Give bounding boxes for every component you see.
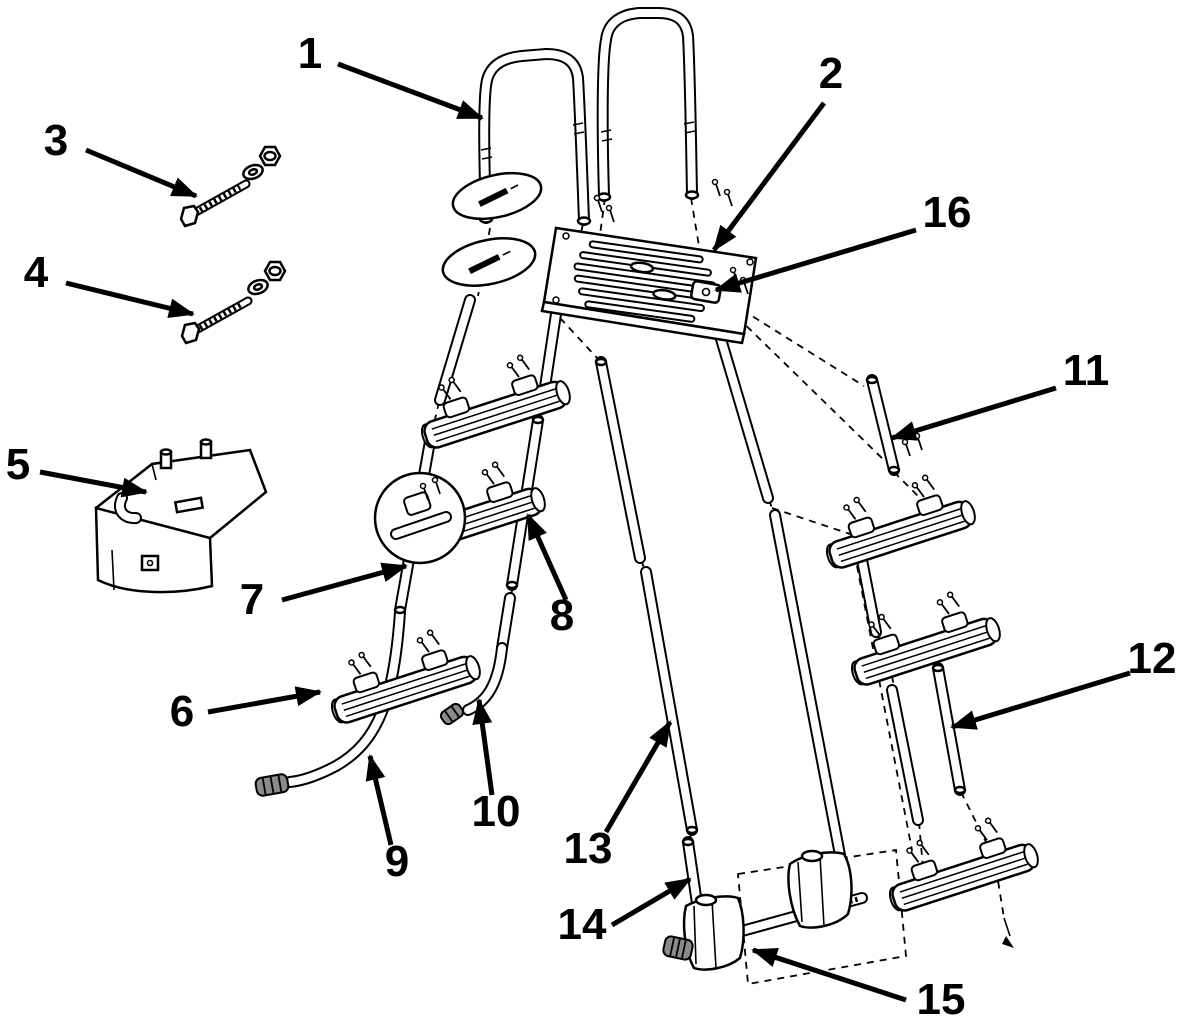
step-right-bottom <box>874 806 1043 916</box>
part-label-5: 5 <box>6 440 30 489</box>
part-label-13: 13 <box>564 824 613 873</box>
arrow-part-4 <box>65 280 195 319</box>
part-label-8: 8 <box>550 591 574 640</box>
arrow-part-5 <box>39 469 148 498</box>
base-assembly <box>662 849 1014 971</box>
arrow-part-12 <box>950 670 1131 730</box>
part-label-1: 1 <box>298 29 322 78</box>
arrow-part-7 <box>281 562 408 603</box>
knob-foot-left <box>254 773 290 797</box>
handrail-right <box>596 7 700 202</box>
part-labels: 1 2 3 4 5 6 7 8 9 10 11 12 13 14 15 16 <box>6 29 1177 1024</box>
arrow-part-8 <box>525 513 569 602</box>
part-label-10: 10 <box>472 787 521 836</box>
leg-tubes <box>284 294 967 930</box>
arrow-part-16 <box>714 227 917 293</box>
part-label-6: 6 <box>170 687 194 736</box>
step-right-top <box>811 463 980 573</box>
arrow-part-9 <box>365 754 394 846</box>
ladder-steps <box>316 343 1043 916</box>
part-label-14: 14 <box>558 900 607 949</box>
arrow-part-6 <box>207 686 322 715</box>
arrow-part-14 <box>610 876 692 928</box>
part-label-15: 15 <box>917 975 966 1024</box>
part-label-16: 16 <box>923 188 972 237</box>
arrow-part-1 <box>337 61 484 121</box>
part-label-3: 3 <box>44 116 68 165</box>
part-label-12: 12 <box>1128 634 1177 683</box>
part-label-11: 11 <box>1063 346 1110 395</box>
clamp-callout-circle <box>373 471 467 565</box>
arrow-part-13 <box>603 720 673 834</box>
arrow-part-10 <box>472 698 495 796</box>
part-label-9: 9 <box>385 837 409 886</box>
arrow-part-3 <box>85 147 198 199</box>
arrow-part-15 <box>751 947 907 1003</box>
part-label-2: 2 <box>819 49 843 98</box>
step-pad <box>94 438 268 594</box>
handrail-mount-oval-lower <box>441 237 537 287</box>
part-label-7: 7 <box>240 575 264 624</box>
handrail-mount-oval-upper <box>451 171 543 221</box>
arrow-part-2 <box>711 101 827 252</box>
bolt-assembly-4 <box>180 260 287 345</box>
knob-foot-center <box>439 702 465 726</box>
part-label-4: 4 <box>24 248 49 297</box>
arrow-part-11 <box>890 385 1057 441</box>
leader-arrows <box>39 61 1131 1003</box>
platform <box>540 226 758 345</box>
bolt-assembly-3 <box>179 145 282 228</box>
